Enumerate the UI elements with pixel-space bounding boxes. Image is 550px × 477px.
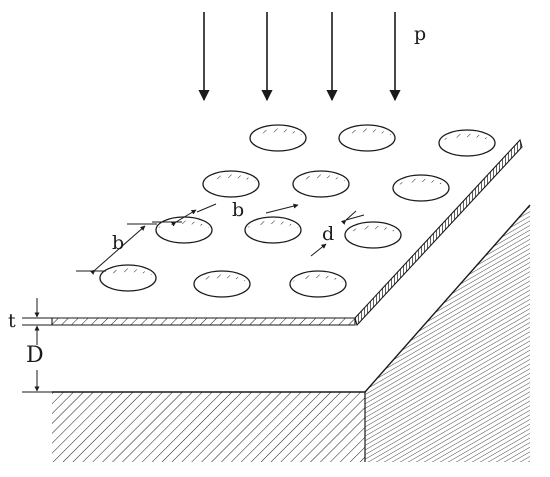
hole <box>99 264 157 292</box>
dim-t <box>22 298 52 345</box>
dim-D <box>22 370 52 393</box>
hole <box>244 216 302 244</box>
base-block <box>52 204 531 462</box>
hole <box>338 124 396 152</box>
hole <box>249 124 307 152</box>
spacing-b-label-upper: b <box>232 199 244 221</box>
dim-b-upper <box>152 203 217 227</box>
hole <box>438 129 496 157</box>
hole <box>289 270 347 298</box>
holes <box>99 124 496 298</box>
pressure-label: p <box>414 23 426 45</box>
hole-diameter-label: d <box>322 223 334 245</box>
hole <box>193 270 251 298</box>
thickness-label: t <box>8 310 16 332</box>
spacing-b-label-lower: b <box>112 232 124 254</box>
hole <box>292 170 350 198</box>
hole <box>392 174 450 202</box>
hole <box>155 216 213 244</box>
hole <box>202 170 260 198</box>
hole <box>344 221 402 249</box>
dim-b-lower <box>76 223 157 275</box>
load-arrows <box>198 12 401 102</box>
dim-d <box>265 203 365 257</box>
cavity-depth-label: D <box>26 343 44 368</box>
